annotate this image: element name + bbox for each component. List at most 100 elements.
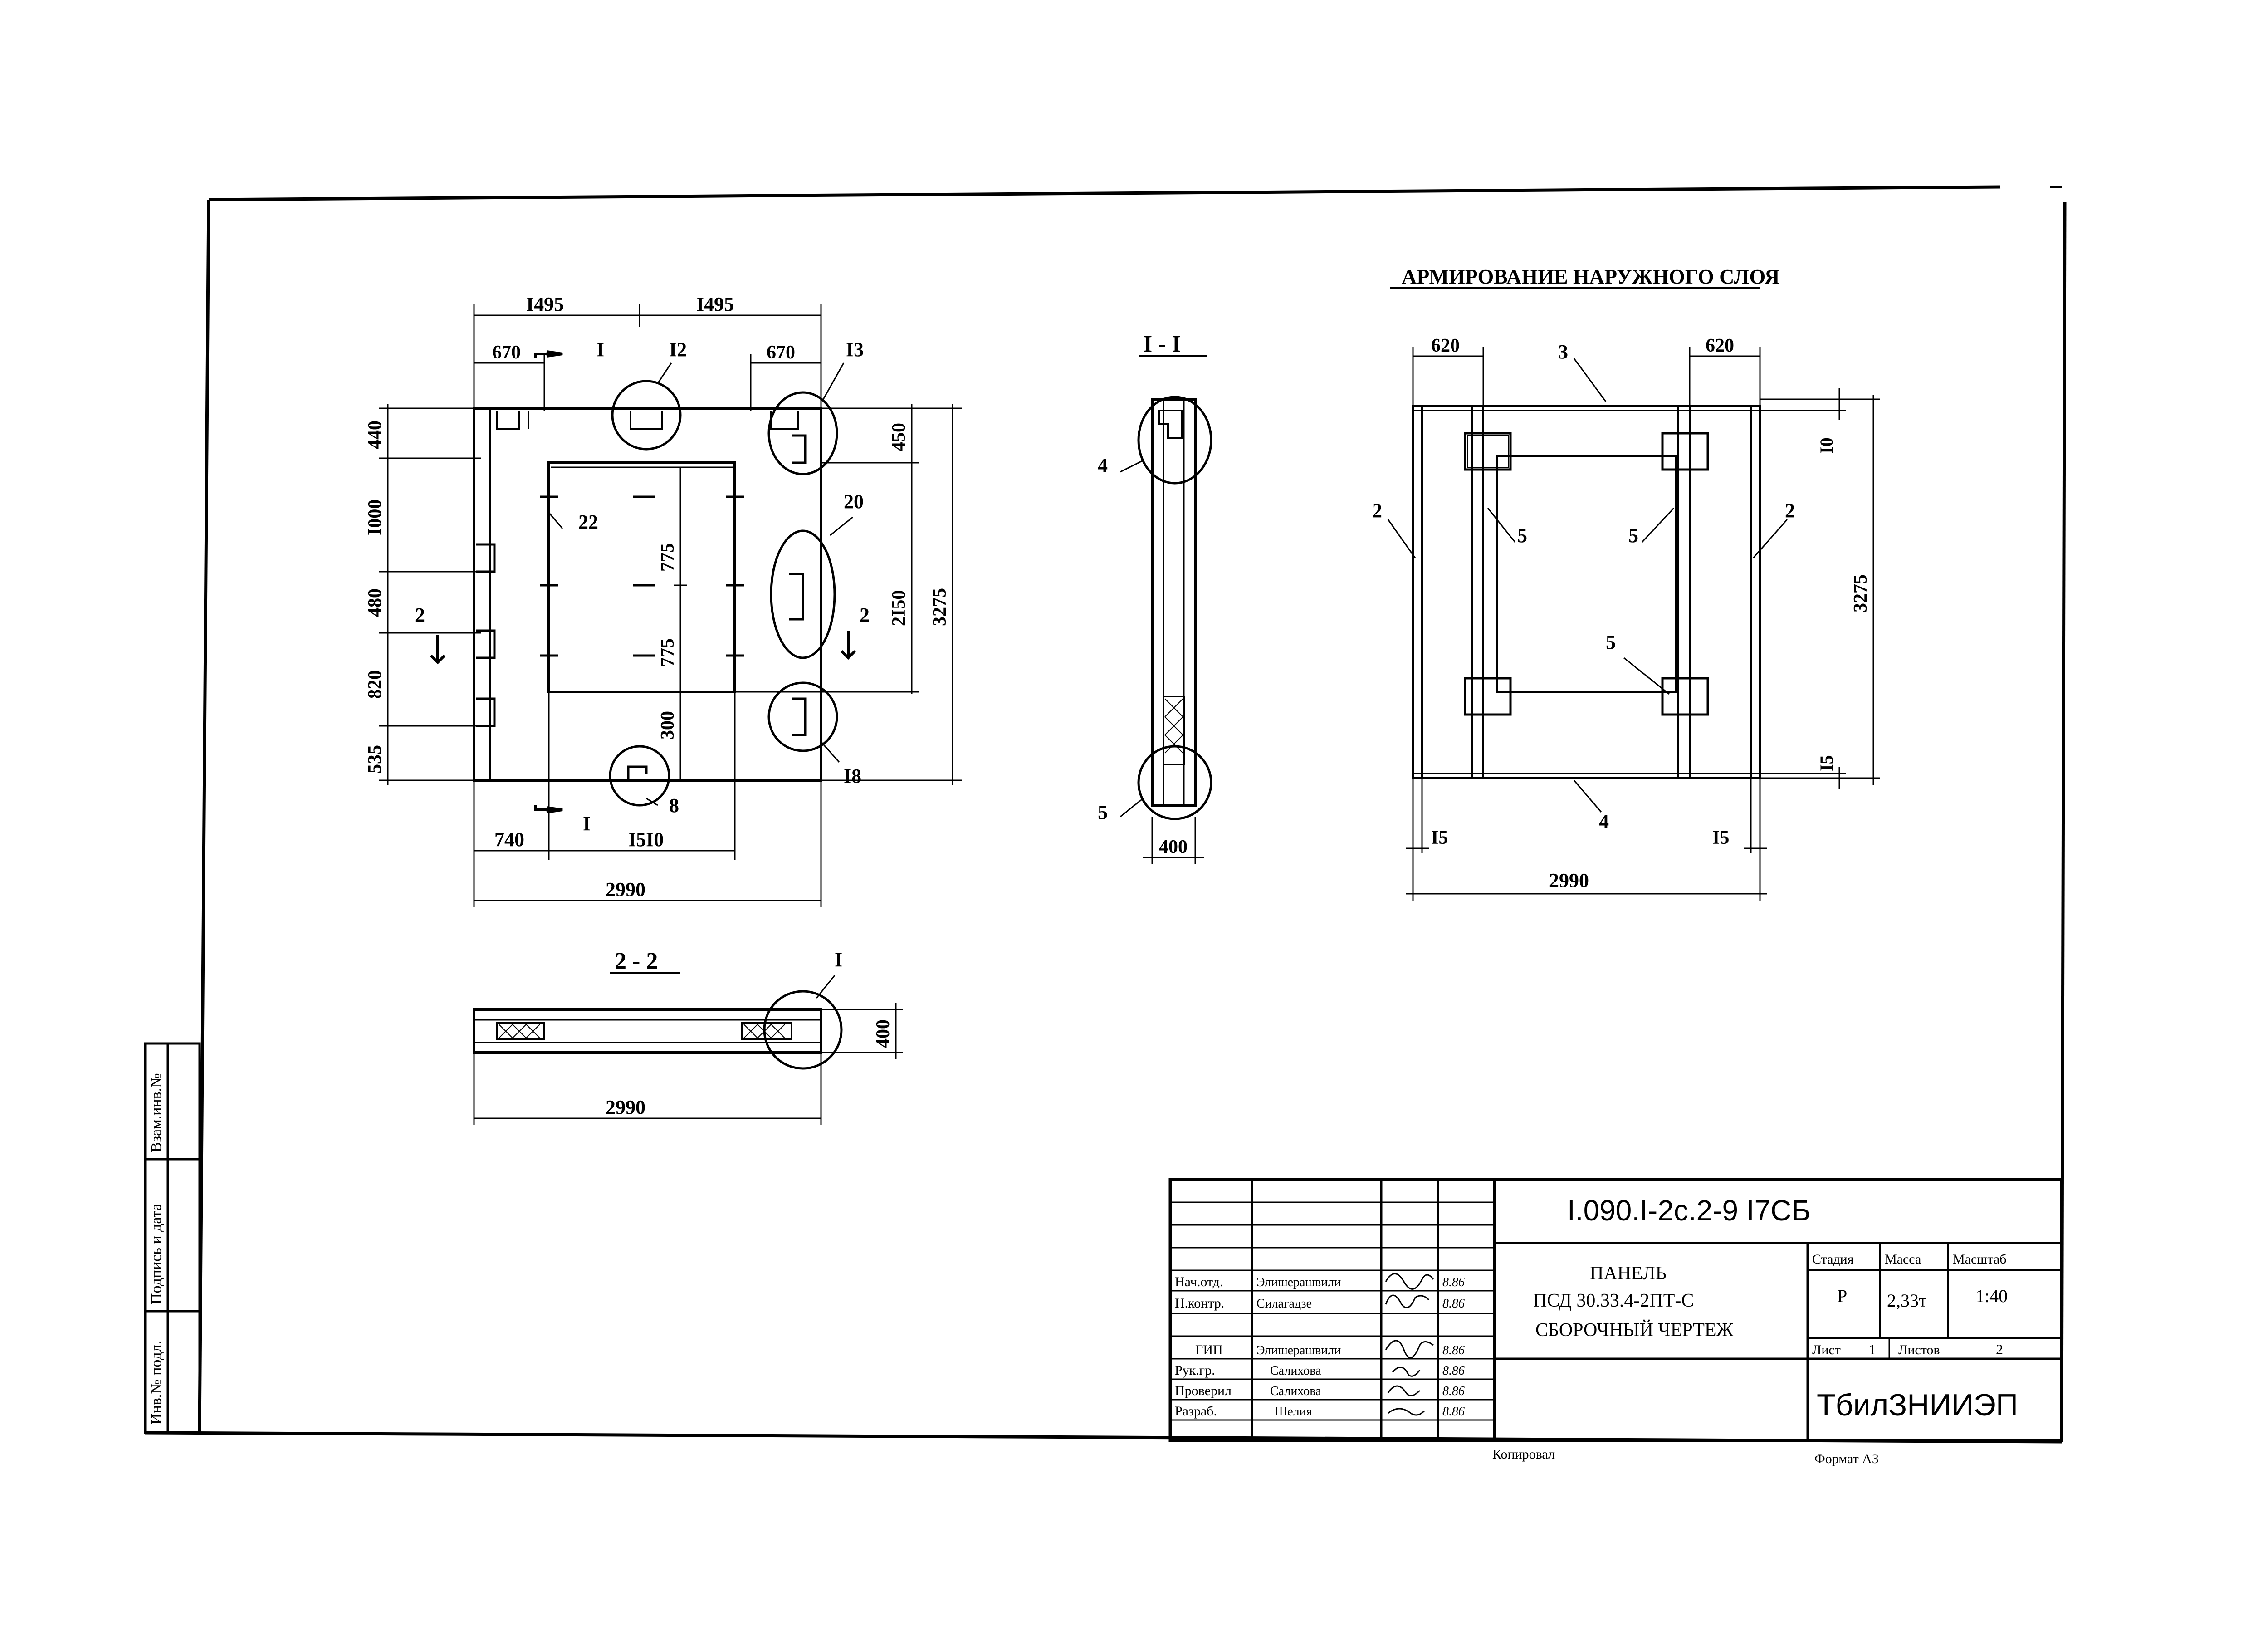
footer-copied: Копировал (1492, 1447, 1555, 1462)
reinforcement-dim-bottom-2990: 2990 (1549, 869, 1589, 891)
plan-dim-left-820: 820 (365, 670, 386, 699)
plan-dim-bottom-2990: 2990 (606, 878, 645, 901)
reinforcement-dim-bottom-15-right: I5 (1712, 828, 1729, 848)
signature-6 (1388, 1408, 1425, 1416)
window-opening (547, 461, 736, 693)
plan-dim-bottom-740: 740 (494, 828, 524, 851)
plan-dim-top2-left: 670 (492, 342, 521, 363)
role-head-dept: Нач.отд. (1175, 1274, 1223, 1289)
plan-dim-top-right: I495 (696, 293, 734, 315)
drawing-name-line-3: СБОРОЧНЫЙ ЧЕРТЕЖ (1535, 1320, 1734, 1341)
plan-section-mark-1-bottom: I (583, 813, 591, 835)
plan-callout-13: I3 (846, 338, 864, 361)
signature-2 (1385, 1294, 1430, 1308)
reinforcement-dim-top-left: 620 (1431, 335, 1460, 356)
scale-label: Масштаб (1953, 1252, 2006, 1267)
reinforcement-dim-right-10: I0 (1816, 437, 1837, 454)
reinforcement-callout-5-right: 5 (1628, 524, 1638, 547)
role-checked: Проверил (1175, 1383, 1232, 1398)
sheets-label: Листов (1898, 1342, 1940, 1357)
reinforcement-title: АРМИРОВАНИЕ НАРУЖНОГО СЛОЯ (1402, 265, 1779, 288)
panel-left-rib (473, 408, 491, 780)
sheet-label: Лист (1812, 1342, 1841, 1357)
drawing-code: I.090.I-2с.2-9 I7СБ (1567, 1194, 1810, 1227)
reinforcement-callout-2-right: 2 (1785, 500, 1795, 522)
date-group-head: 8.86 (1442, 1364, 1465, 1378)
role-chief-engineer: ГИП (1195, 1342, 1223, 1357)
role-developed: Разраб. (1175, 1404, 1217, 1419)
reinforcement-dim-right-3275: 3275 (1850, 574, 1871, 612)
date-checked: 8.86 (1442, 1384, 1465, 1398)
section-1-1-callout-4: 4 (1098, 454, 1108, 476)
plan-dim-inner-775b: 775 (657, 638, 678, 667)
section-2-2 (473, 972, 903, 1125)
plan-dim-left-535: 535 (365, 745, 386, 774)
plan-dim-left-1000: I000 (365, 500, 386, 535)
plan-dim-inner-775a: 775 (657, 543, 678, 572)
name-developed: Шелия (1275, 1405, 1312, 1419)
signature-4 (1392, 1367, 1421, 1377)
reinforcement-dim-bottom-15-left: I5 (1431, 828, 1448, 848)
plan-section-mark-2-right: 2 (860, 604, 870, 626)
reinforcement-callout-3: 3 (1558, 341, 1568, 363)
footer-format: Формат А3 (1814, 1451, 1879, 1466)
name-head-dept: Элишерашвили (1256, 1275, 1341, 1289)
plan-view (379, 304, 962, 907)
side-stamp-replacement: Взам.инв.№ (148, 1073, 165, 1152)
side-stamp (144, 1042, 201, 1434)
plan-dim-right-3275: 3275 (929, 588, 950, 626)
reinforcement-dim-right-15: I5 (1816, 755, 1837, 771)
reinforcement-callout-5-left: 5 (1517, 524, 1527, 547)
plan-dim-right-2150: 2I50 (889, 590, 909, 626)
date-chief-engineer: 8.86 (1442, 1343, 1465, 1357)
plan-callout-8: 8 (669, 794, 679, 817)
drawing-name-line-2: ПСД 30.33.4-2ПТ-С (1533, 1290, 1694, 1311)
plan-dim-top2-right: 670 (767, 342, 795, 363)
section-1-1-dim-400: 400 (1159, 837, 1188, 857)
sheets-value: 2 (1996, 1341, 2003, 1357)
role-group-head: Рук.гр. (1175, 1363, 1215, 1378)
drawing-name-line-1: ПАНЕЛЬ (1590, 1263, 1667, 1284)
reinforcement-view (1387, 287, 1880, 901)
plan-dim-left-440: 440 (365, 421, 386, 449)
plan-section-mark-2-left: 2 (415, 604, 425, 626)
section-1-1-callout-5: 5 (1098, 801, 1108, 823)
plan-dim-left-480: 480 (365, 588, 386, 617)
side-stamp-inventory: Инв.№ подл. (148, 1341, 165, 1425)
plan-dim-bottom-1510: I5I0 (628, 828, 664, 851)
date-developed: 8.86 (1442, 1405, 1465, 1419)
section-2-2-title: 2 - 2 (615, 948, 658, 974)
title-block (1168, 1178, 2063, 1442)
section-2-2-callout: I (835, 949, 842, 971)
reinforcement-callout-5-bottom: 5 (1606, 631, 1616, 653)
signature-1 (1385, 1273, 1434, 1290)
organization: ТбилЗНИИЭП (1817, 1388, 2018, 1422)
date-head-dept: 8.86 (1442, 1275, 1465, 1289)
mass-label: Масса (1885, 1252, 1921, 1267)
stage-label: Стадия (1812, 1252, 1854, 1267)
date-norm-control: 8.86 (1442, 1297, 1465, 1311)
plan-dim-top-left: I495 (526, 293, 564, 315)
plan-callout-18: I8 (844, 765, 861, 787)
sheet-value: 1 (1869, 1341, 1876, 1357)
signature-3 (1385, 1340, 1434, 1359)
scale-value: 1:40 (1975, 1286, 2008, 1306)
reinforcement-callout-2-left: 2 (1372, 500, 1382, 522)
signature-5 (1387, 1385, 1421, 1396)
reinforcement-callout-4: 4 (1599, 810, 1609, 833)
reinforcement-dim-top-right: 620 (1706, 335, 1734, 356)
plan-dim-inner-300: 300 (657, 711, 678, 740)
plan-callout-22: 22 (578, 511, 598, 533)
mass-value: 2,33т (1887, 1290, 1926, 1311)
side-stamp-signature: Подпись и дата (148, 1204, 165, 1304)
plan-section-mark-1-top: I (596, 338, 604, 361)
section-2-2-dim-width: 2990 (606, 1096, 645, 1118)
section-1-1 (1120, 355, 1212, 864)
section-1-1-title: I - I (1143, 331, 1181, 357)
plan-callout-20: 20 (844, 490, 864, 513)
plan-callout-12: I2 (669, 338, 687, 361)
section-2-2-dim-height: 400 (873, 1019, 894, 1048)
stage-value: Р (1837, 1286, 1847, 1306)
role-norm-control: Н.контр. (1175, 1296, 1224, 1311)
plan-dim-right-450: 450 (889, 423, 909, 451)
